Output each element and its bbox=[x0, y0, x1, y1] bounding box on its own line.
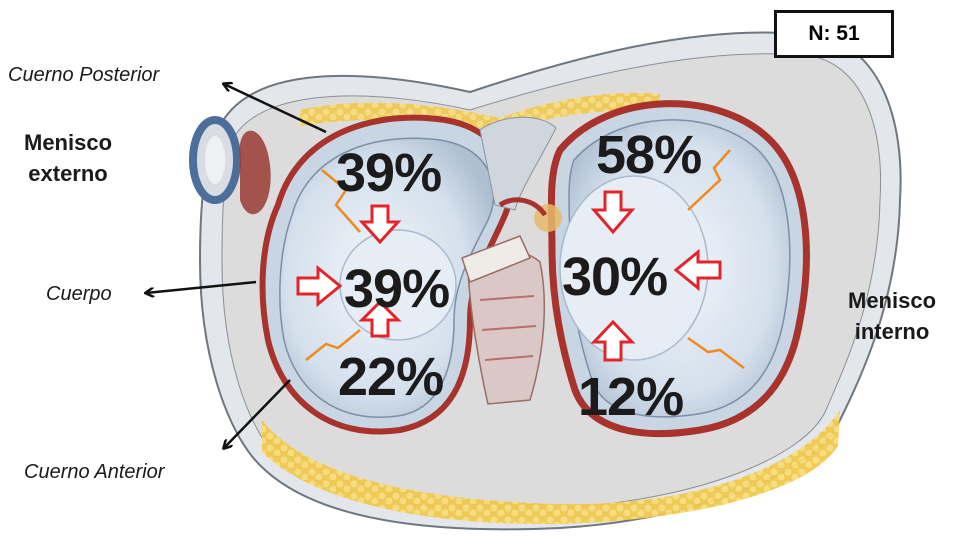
medial-anterior-horn-percent: 12% bbox=[578, 370, 683, 424]
label-menisco-externo-line1: Menisco bbox=[24, 130, 112, 155]
lateral-anterior-horn-percent: 22% bbox=[338, 350, 443, 404]
lateral-posterior-horn-percent: 39% bbox=[336, 146, 441, 200]
label-menisco-interno-line2: interno bbox=[848, 319, 936, 344]
sample-size-label: N: 51 bbox=[808, 22, 859, 46]
label-cuerno-posterior: Cuerno Posterior bbox=[8, 64, 159, 87]
lateral-body-percent: 39% bbox=[344, 262, 449, 316]
label-menisco-externo-line2: externo bbox=[24, 161, 112, 186]
sample-size-box: N: 51 bbox=[774, 10, 894, 58]
label-cuerpo: Cuerpo bbox=[46, 283, 112, 306]
label-cuerno-anterior: Cuerno Anterior bbox=[24, 461, 164, 484]
label-menisco-interno: Menisco interno bbox=[848, 288, 936, 345]
label-menisco-externo: Menisco externo bbox=[24, 130, 112, 187]
label-menisco-interno-line1: Menisco bbox=[848, 288, 936, 313]
medial-posterior-horn-percent: 58% bbox=[596, 128, 701, 182]
medial-body-percent: 30% bbox=[562, 250, 667, 304]
